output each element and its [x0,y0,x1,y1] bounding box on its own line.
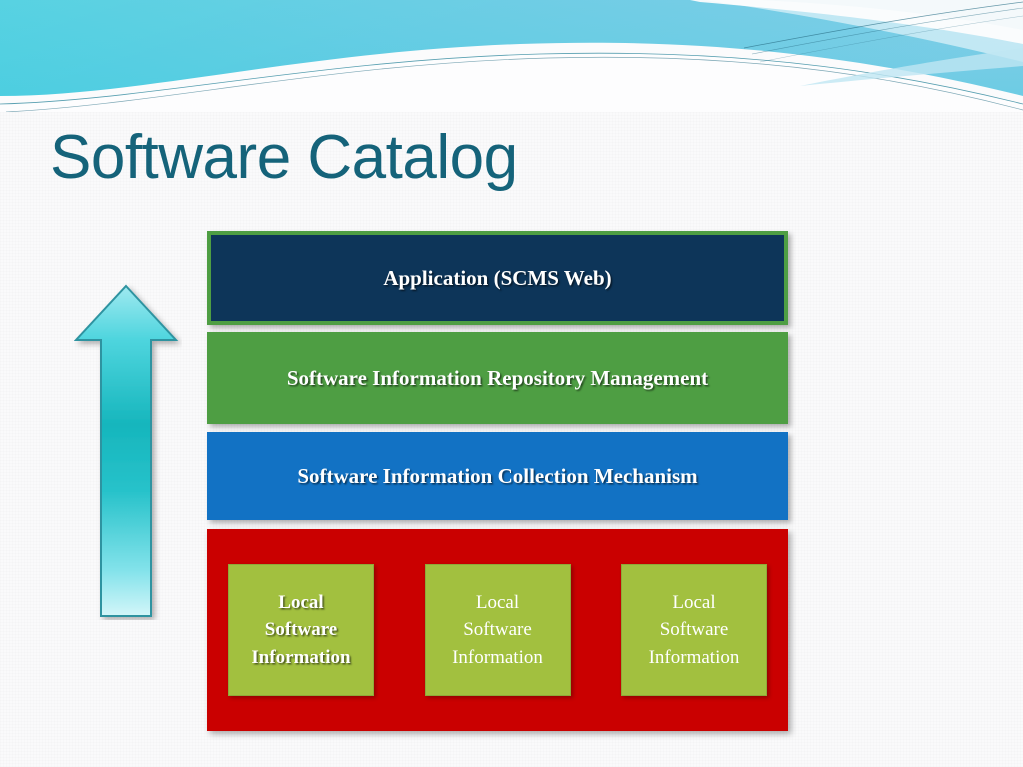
leaf-line-3: Information [251,646,351,668]
local-software-information-2[interactable]: Local Software Information [424,564,571,696]
local-software-information-1[interactable]: Local Software Information [228,564,374,696]
local-sources-panel: Local Software Information Local Softwar… [207,529,788,731]
wave-banner-graphic [0,0,1023,112]
local-sources-row: Local Software Information Local Softwar… [228,564,767,696]
page-title: Software Catalog [50,123,518,192]
leaf-line-2: Software [659,619,729,641]
layer-repository[interactable]: Software Information Repository Manageme… [207,332,788,424]
upward-arrow-icon [73,284,179,617]
leaf-line-1: Local [475,591,520,613]
leaf-line-3: Information [452,646,543,668]
leaf-line-2: Software [463,619,532,641]
decorative-wave-banner [0,0,1023,112]
local-software-information-3[interactable]: Local Software Information [621,564,767,696]
layer-collection[interactable]: Software Information Collection Mechanis… [207,432,788,520]
leaf-line-1: Local [672,591,716,613]
leaf-line-1: Local [278,591,324,613]
layer-application[interactable]: Application (SCMS Web) [207,231,788,325]
leaf-line-3: Information [648,646,740,668]
leaf-line-2: Software [264,619,338,641]
upward-arrow [73,282,182,620]
